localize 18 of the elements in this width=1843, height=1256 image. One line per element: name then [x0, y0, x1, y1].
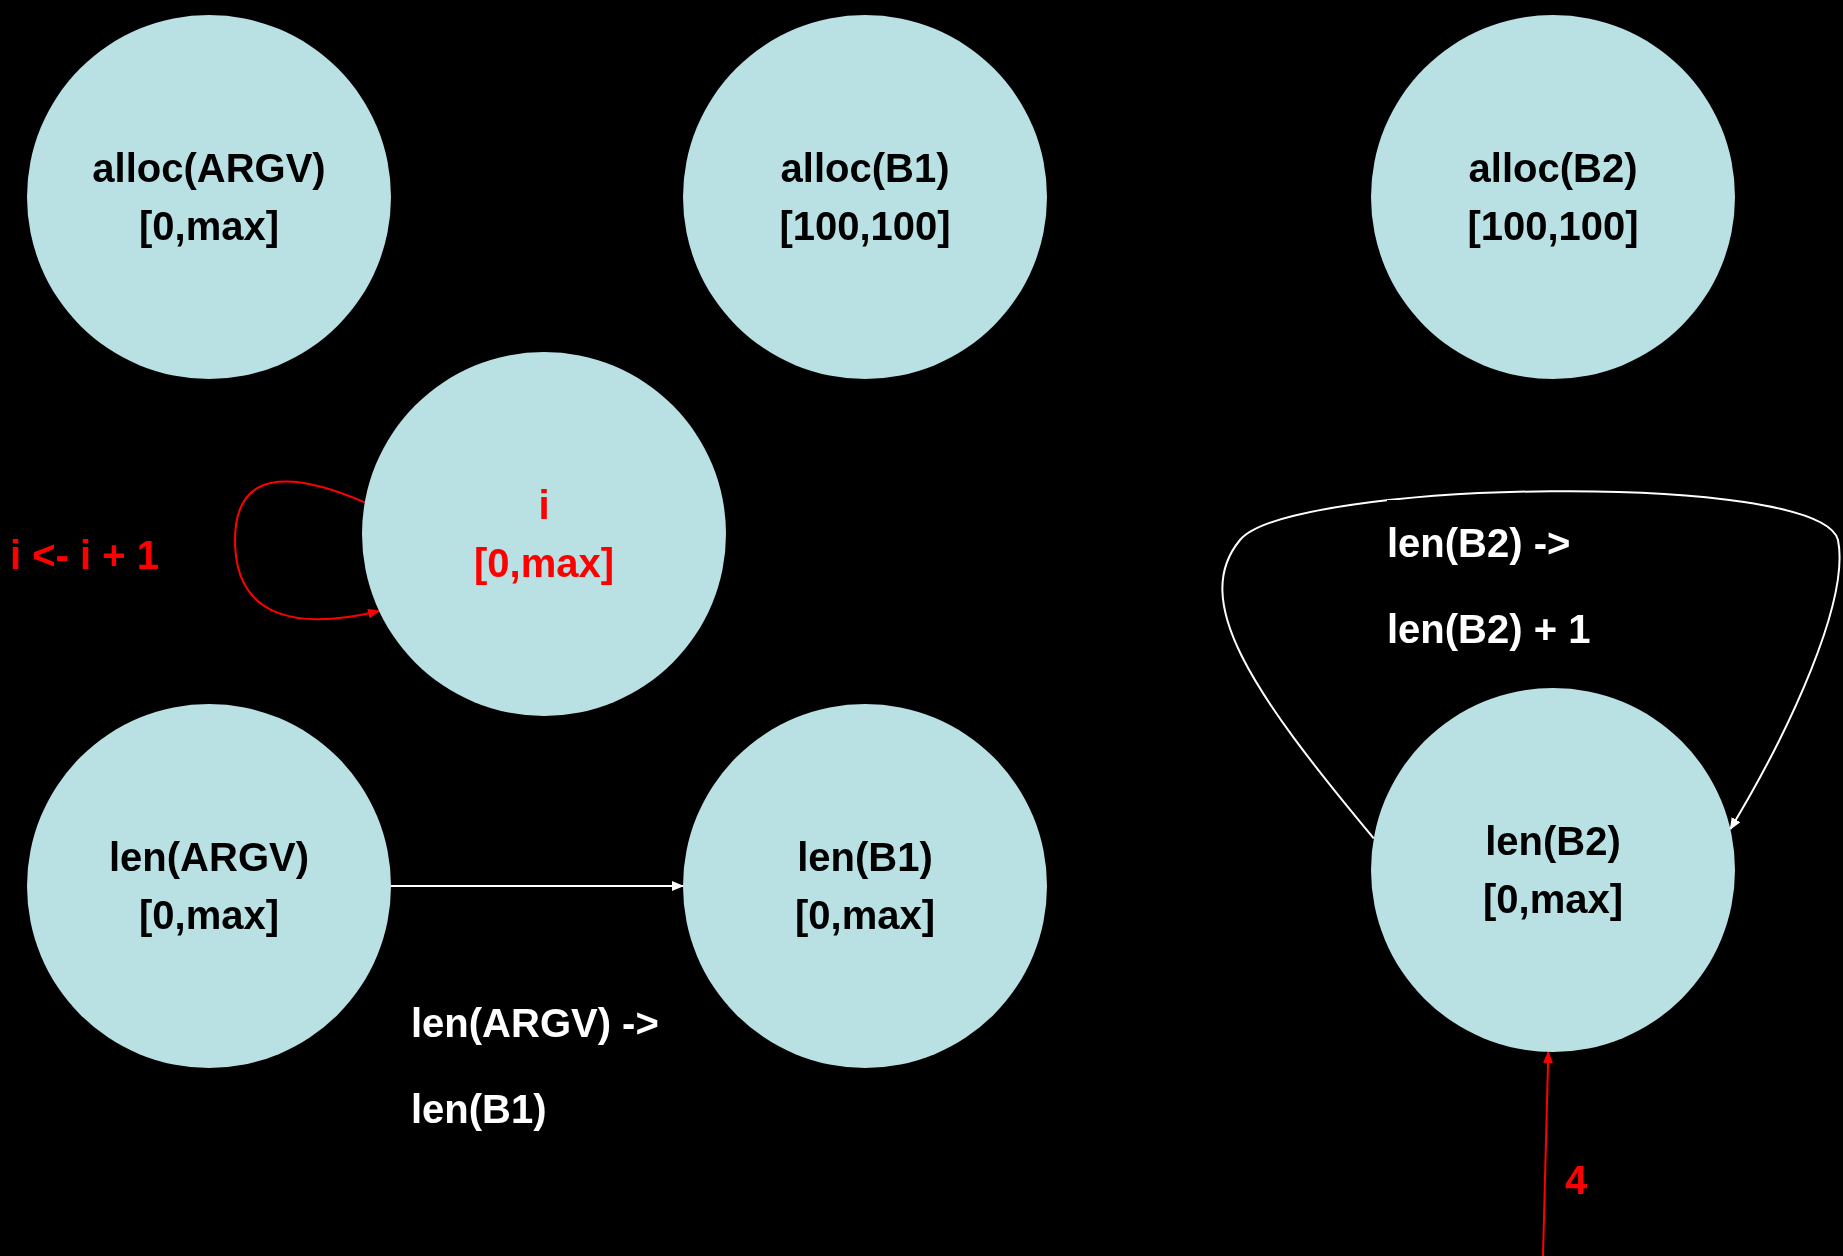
node-name: i — [538, 482, 550, 529]
node-name: alloc(B1) — [780, 145, 950, 192]
node-name: len(B1) — [797, 834, 933, 881]
arrow — [234, 480, 381, 621]
value-range: [0,max] — [138, 892, 280, 939]
node-name: alloc(ARGV) — [92, 145, 326, 192]
arrow — [1221, 490, 1841, 840]
arrow — [390, 881, 684, 891]
arrow — [1542, 1050, 1553, 1256]
value-range: [100,100] — [1467, 203, 1639, 250]
value-range: [0,max] — [1482, 876, 1624, 923]
value-range: [0,max] — [473, 540, 615, 587]
node-name: alloc(B2) — [1468, 145, 1638, 192]
value-range: [0,max] — [794, 892, 936, 939]
node-name: len(ARGV) — [109, 834, 309, 881]
value-range: [0,max] — [138, 203, 280, 250]
value-range: [100,100] — [779, 203, 951, 250]
node-name: len(B2) — [1485, 818, 1621, 865]
